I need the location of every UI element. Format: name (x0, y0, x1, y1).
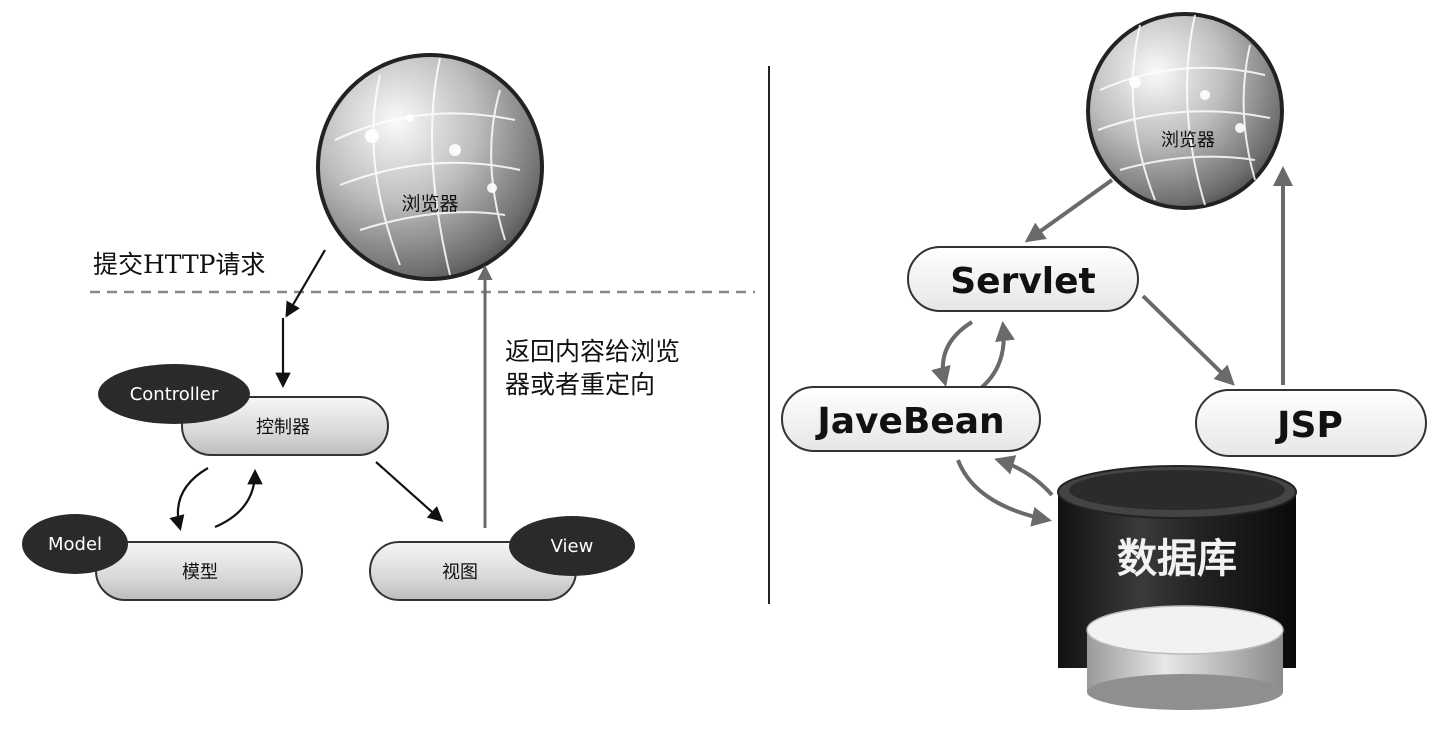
controller-node: 控制器 Controller (98, 364, 389, 456)
left-mvc-diagram: 浏览器 提交HTTP请求 返回内容给浏览 器或者重定向 控制器 Controll… (22, 53, 755, 601)
jsp-label: JSP (1274, 405, 1343, 446)
return-label-line2: 器或者重定向 (505, 370, 655, 399)
right-servlet-diagram: 浏览器 Servlet JaveBean JSP (781, 12, 1427, 710)
globe-grid-icon (1097, 14, 1271, 206)
database-label: 数据库 (1117, 536, 1237, 582)
view-tag (509, 516, 635, 576)
return-label-line1: 返回内容给浏览 (505, 337, 680, 366)
javabean-node: JaveBean (781, 386, 1041, 452)
controller-tag (98, 364, 250, 424)
jsp-node: JSP (1195, 389, 1427, 457)
submit-http-request-label: 提交HTTP请求 (93, 250, 265, 279)
servlet-jsp-arrow (1141, 294, 1235, 386)
request-arrow (275, 249, 326, 389)
right-browser-label: 浏览器 (1161, 130, 1215, 151)
servlet-label: Servlet (950, 261, 1096, 302)
javabean-database-arrows (956, 455, 1054, 527)
browser-servlet-arrow (1024, 178, 1114, 243)
javabean-label: JaveBean (814, 401, 1004, 442)
left-browser-globe: 浏览器 (316, 53, 544, 281)
left-browser-label: 浏览器 (401, 193, 458, 215)
controller-model-arrows (169, 467, 263, 531)
right-browser-globe: 浏览器 (1086, 12, 1284, 210)
servlet-javabean-arrows (931, 320, 1015, 390)
controller-tag-label: Controller (130, 384, 219, 405)
model-label: 模型 (182, 562, 218, 583)
database-cylinder: 数据库 (1057, 465, 1297, 710)
controller-label: 控制器 (256, 417, 310, 438)
model-tag (22, 514, 128, 574)
view-tag-label: View (551, 536, 594, 557)
globe-grid-icon (334, 57, 521, 276)
model-node: 模型 Model (22, 514, 303, 601)
view-node: 视图 View (369, 516, 635, 601)
model-tag-label: Model (48, 534, 102, 555)
servlet-node: Servlet (907, 246, 1139, 312)
view-label: 视图 (442, 562, 478, 583)
controller-view-arrow (375, 461, 444, 523)
